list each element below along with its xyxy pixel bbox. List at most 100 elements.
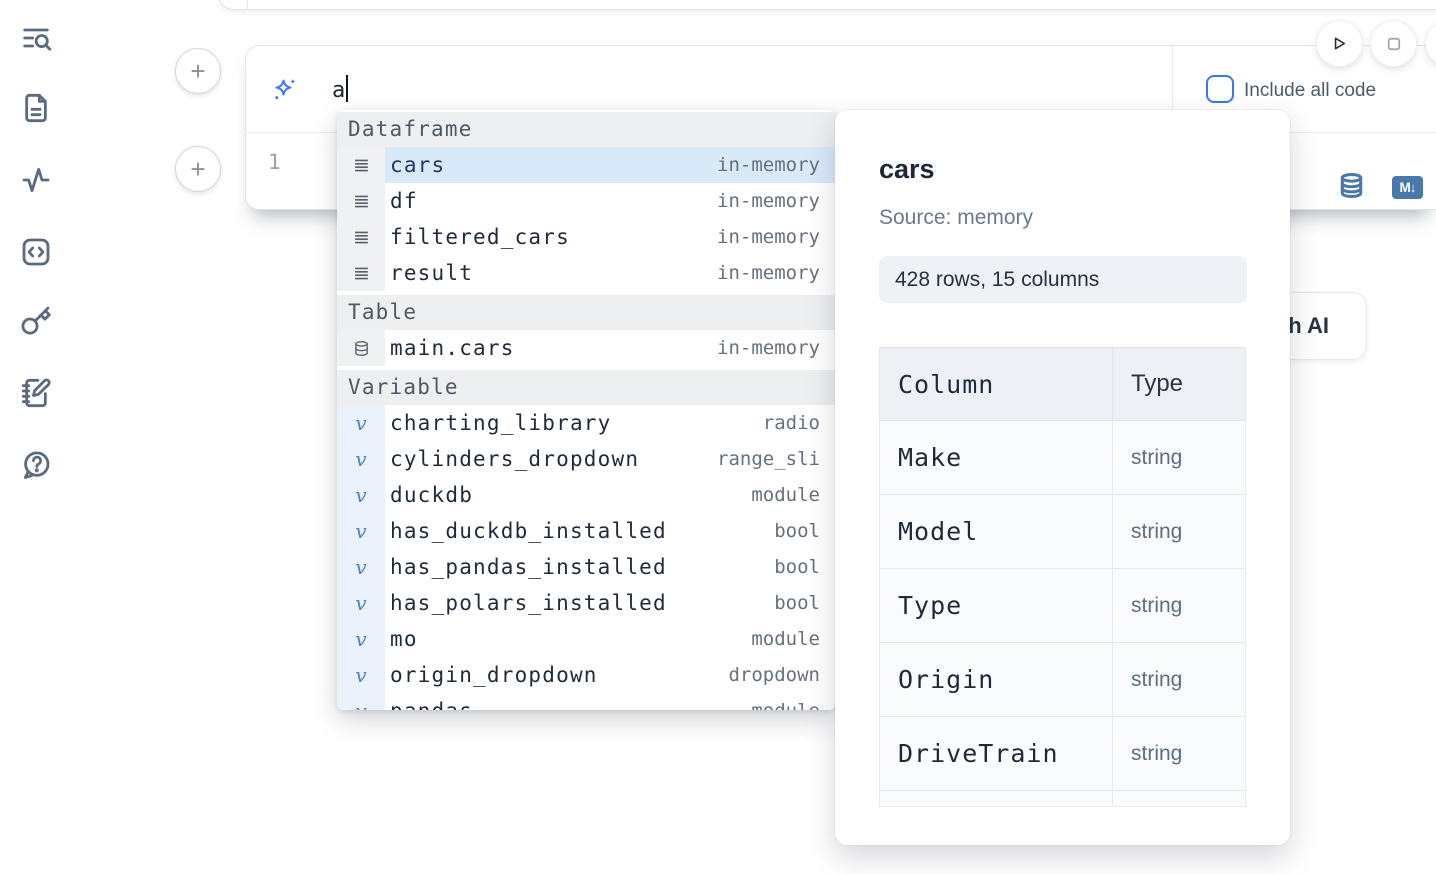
ai-prompt-input[interactable]: a [332,75,349,103]
item-gutter [337,219,385,255]
item-gutter [337,147,385,183]
item-type: in-memory [717,154,820,176]
completion-item[interactable]: v has_duckdb_installed bool [337,513,835,549]
previous-cell-partial [218,0,1436,10]
completion-item[interactable]: cars in-memory [337,147,835,183]
item-type: bool [774,592,820,614]
variable-icon: v [355,519,367,543]
item-gutter: v [337,621,385,657]
variable-icon: v [355,483,367,507]
item-name: pandas [390,699,473,710]
schema-column-type: string [1112,568,1246,643]
schema-column-name: Origin [879,642,1113,717]
markdown-icon[interactable]: M↓ [1392,176,1423,199]
activity-icon[interactable] [20,164,52,196]
line-number: 1 [268,150,281,174]
variable-icon: v [355,411,367,435]
schema-column-type: string [1112,642,1246,717]
schema-column-type: string [1112,494,1246,569]
preview-source: Source: memory [879,206,1034,229]
item-type: bool [774,520,820,542]
schema-column-type: string [1112,716,1246,791]
completion-section-header: Dataframe [337,112,835,147]
item-name: has_duckdb_installed [390,519,667,543]
item-gutter: v [337,477,385,513]
previous-cell-divider [247,0,248,9]
item-gutter: v [337,405,385,441]
completion-item[interactable]: vpandasmodule [337,693,835,710]
text-cursor [346,75,349,102]
scratchpad-icon[interactable] [20,377,52,409]
dataframe-icon [354,231,368,243]
completion-section-header: Variable [337,370,835,405]
preview-title: cars [879,154,935,184]
item-name: cylinders_dropdown [390,447,640,471]
item-name: has_pandas_installed [390,555,667,579]
schema-column-name: DriveTrain [879,716,1113,791]
prompt-divider [1172,46,1173,132]
completion-item[interactable]: filtered_cars in-memory [337,219,835,255]
include-all-code-checkbox[interactable] [1206,75,1234,103]
item-name: filtered_cars [390,225,570,249]
partial-button[interactable] [1426,21,1436,66]
ai-sparkle-icon [272,77,298,103]
item-name: has_polars_installed [390,591,667,615]
item-gutter: v [337,549,385,585]
run-button[interactable] [1317,21,1362,66]
dataframe-icon [354,159,368,171]
file-document-icon[interactable] [20,92,52,124]
add-cell-above-button[interactable]: + [175,48,221,94]
key-icon[interactable] [20,305,52,337]
item-content: has_duckdb_installed bool [385,513,835,549]
code-square-icon[interactable] [20,236,52,268]
item-name: cars [390,153,446,177]
item-name: duckdb [390,483,474,507]
help-chat-icon[interactable] [20,449,52,481]
list-search-icon[interactable] [20,22,52,54]
completion-section-header: Table [337,295,835,330]
item-gutter: v [337,657,385,693]
code-editor-row[interactable]: 1 M↓ [246,133,1436,210]
database-icon[interactable] [1338,172,1365,199]
item-type: in-memory [717,226,820,248]
item-content: filtered_cars in-memory [385,219,835,255]
variable-icon: v [355,447,367,471]
item-gutter: v [337,585,385,621]
stop-button[interactable] [1371,21,1416,66]
schema-column-type: string [1112,420,1246,495]
include-all-code-label[interactable]: Include all code [1244,80,1377,101]
add-cell-below-button[interactable]: + [175,146,221,192]
dataframe-icon [354,267,368,279]
item-gutter [337,255,385,291]
item-type: module [751,628,820,650]
schema-header-column: Column [879,347,1113,421]
item-gutter [337,330,385,366]
item-type: module [751,700,820,710]
item-type: in-memory [717,190,820,212]
schema-column-name: Type [879,568,1113,643]
item-content: has_polars_installed bool [385,585,835,621]
